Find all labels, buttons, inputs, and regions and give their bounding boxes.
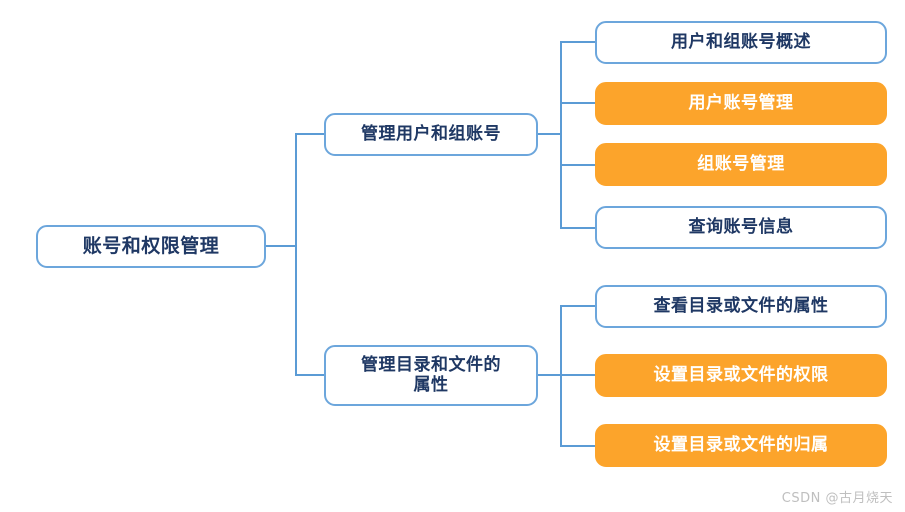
leaf-node-view-file-attributes[interactable]: 查看目录或文件的属性 [595, 285, 887, 328]
branch-node-manage-users[interactable]: 管理用户和组账号 [324, 113, 538, 156]
leaf-node-set-file-ownership[interactable]: 设置目录或文件的归属 [595, 424, 887, 467]
leaf-node-set-file-permissions[interactable]: 设置目录或文件的权限 [595, 354, 887, 397]
watermark-text: CSDN @古月烧天 [781, 491, 893, 506]
leaf-node-accounts-overview[interactable]: 用户和组账号概述 [595, 21, 887, 64]
root-node[interactable]: 账号和权限管理 [36, 225, 266, 268]
branch-node-manage-files[interactable]: 管理目录和文件的 属性 [324, 345, 538, 406]
leaf-node-user-account-management[interactable]: 用户账号管理 [595, 82, 887, 125]
leaf-node-group-account-management[interactable]: 组账号管理 [595, 143, 887, 186]
leaf-node-query-account-info[interactable]: 查询账号信息 [595, 206, 887, 249]
